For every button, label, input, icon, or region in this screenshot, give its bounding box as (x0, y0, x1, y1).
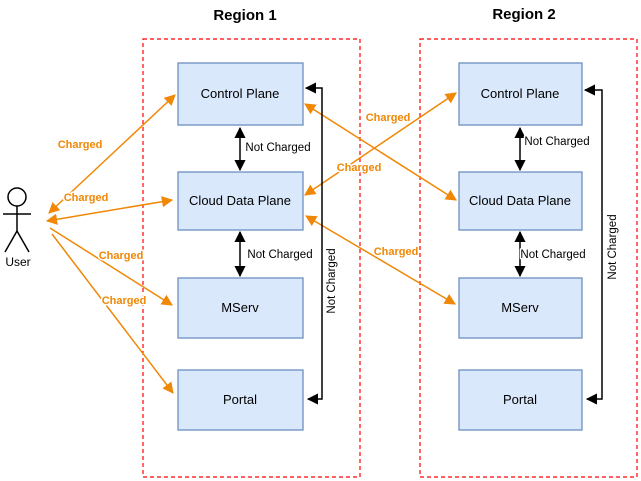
edge-r2cp-r2portal (583, 84, 603, 405)
edge-label-not-charged-vertical: Not Charged (326, 248, 338, 313)
edge-label-not-charged-vertical: Not Charged (607, 214, 619, 279)
node-label: Portal (503, 392, 537, 407)
edge-user-r1-control-plane (48, 94, 176, 214)
node-r1-mserv: MServ (177, 277, 304, 339)
node-r1-cloud-data-plane: Cloud Data Plane (177, 171, 304, 231)
node-r2-control-plane: Control Plane (458, 62, 583, 126)
edge-label-not-charged: Not Charged (520, 249, 585, 261)
node-r1-control-plane: Control Plane (177, 62, 304, 126)
edge-user-r1-cloud-data-plane (45, 196, 174, 225)
edge-label-charged: Charged (366, 112, 411, 124)
edge-r1cp-r1portal (304, 82, 323, 405)
edge-label-charged: Charged (102, 295, 147, 307)
node-label: Portal (223, 392, 257, 407)
edge-label-charged: Charged (99, 250, 144, 262)
node-r1-portal: Portal (177, 369, 304, 431)
user-actor-label: User (5, 255, 30, 269)
node-label: Control Plane (201, 86, 280, 101)
edge-label-charged: Charged (374, 246, 419, 258)
node-label: Cloud Data Plane (469, 193, 571, 208)
edge-user-r1-mserv (49, 227, 173, 306)
edge-label-not-charged: Not Charged (524, 136, 589, 148)
node-label: MServ (221, 300, 259, 315)
node-r2-mserv: MServ (458, 277, 583, 339)
node-r2-portal: Portal (458, 369, 583, 431)
node-label: Control Plane (481, 86, 560, 101)
edge-label-charged: Charged (64, 192, 109, 204)
node-label: MServ (501, 300, 539, 315)
user-actor-icon (3, 187, 31, 253)
region-2-boundary (419, 38, 638, 478)
edge-label-not-charged: Not Charged (245, 142, 310, 154)
node-label: Cloud Data Plane (189, 193, 291, 208)
edge-label-not-charged: Not Charged (247, 249, 312, 261)
edge-r1cdp-r2mserv (305, 215, 456, 305)
node-r2-cloud-data-plane: Cloud Data Plane (458, 171, 583, 231)
edge-label-charged: Charged (58, 139, 103, 151)
region-2-title: Region 2 (492, 6, 555, 23)
edge-user-r1-portal (51, 233, 174, 394)
region-1-title: Region 1 (213, 7, 276, 24)
edge-r1cdp-r2cp (304, 92, 457, 196)
edge-label-charged: Charged (337, 162, 382, 174)
